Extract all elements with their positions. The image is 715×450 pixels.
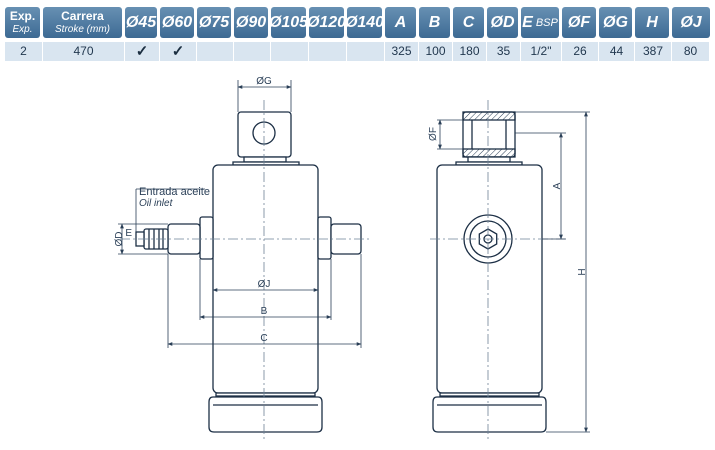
header-stroke-label: Carrera (61, 8, 104, 23)
front-dimension-labels: ØG ØJ B C ØD E Entrada aceite Oil inlet (114, 76, 272, 344)
value-d140 (347, 42, 385, 61)
side-view (432, 111, 547, 433)
spec-value-row: 2 470 ✓ ✓ 325 100 180 35 1/2" 26 44 387 … (5, 42, 710, 61)
header-exp-sub: Exp. (12, 23, 33, 35)
header-a: A (385, 7, 416, 38)
header-d45: Ø45 (125, 7, 157, 38)
header-c: C (453, 7, 484, 38)
value-d105 (271, 42, 309, 61)
value-oj: 80 (672, 42, 710, 61)
label-og: ØG (256, 76, 272, 87)
side-cylinder-body (436, 164, 543, 394)
header-e-sub: BSP (535, 16, 558, 29)
label-oil-inlet-en: Oil inlet (139, 198, 174, 209)
value-stroke: 470 (43, 42, 125, 61)
value-b: 100 (419, 42, 453, 61)
front-eye-mount (237, 111, 292, 158)
label-e: E (125, 228, 132, 239)
front-centerlines (120, 100, 370, 440)
front-view (135, 111, 362, 433)
side-collar (455, 156, 523, 166)
header-og: ØG (599, 7, 632, 38)
value-a: 325 (385, 42, 419, 61)
label-h: H (577, 268, 588, 275)
header-e: E BSP (521, 7, 559, 38)
header-d60: Ø60 (160, 7, 194, 38)
label-a: A (552, 182, 563, 189)
header-exp: Exp. Exp. (5, 7, 40, 38)
value-exp: 2 (5, 42, 43, 61)
side-dimension-labels: ØF A H (428, 127, 588, 276)
header-exp-label: Exp. (9, 8, 36, 23)
side-base (432, 392, 547, 433)
label-oj: ØJ (258, 279, 271, 290)
label-of: ØF (428, 127, 439, 141)
value-e: 1/2" (521, 42, 562, 61)
header-h: H (635, 7, 669, 38)
value-of: 26 (562, 42, 599, 61)
header-od: ØD (487, 7, 518, 38)
header-of: ØF (562, 7, 596, 38)
side-eye-mount (462, 111, 516, 158)
header-b: B (419, 7, 450, 38)
spec-table: Exp. Exp. Carrera Stroke (mm) Ø45 Ø60 Ø7… (5, 7, 710, 61)
value-d90 (234, 42, 271, 61)
header-d140: Ø140 (345, 7, 384, 38)
header-d75: Ø75 (197, 7, 231, 38)
value-c: 180 (453, 42, 487, 61)
value-h: 387 (635, 42, 672, 61)
value-d60-check: ✓ (160, 42, 197, 61)
label-oil-inlet-es: Entrada aceite (139, 186, 210, 198)
front-collar (232, 156, 300, 166)
label-c: C (260, 333, 267, 344)
header-d90: Ø90 (234, 7, 268, 38)
front-trunnion-right (317, 216, 362, 260)
value-d120 (309, 42, 347, 61)
header-stroke-sub: Stroke (mm) (55, 23, 110, 35)
header-stroke: Carrera Stroke (mm) (43, 7, 122, 38)
header-oj: ØJ (672, 7, 710, 38)
spec-header-row: Exp. Exp. Carrera Stroke (mm) Ø45 Ø60 Ø7… (5, 7, 710, 38)
value-og: 44 (599, 42, 635, 61)
value-d45-check: ✓ (125, 42, 160, 61)
front-dimensions (118, 80, 362, 348)
label-b: B (261, 306, 268, 317)
header-d120: Ø120 (307, 7, 346, 38)
front-base (208, 392, 323, 433)
header-d105: Ø105 (269, 7, 308, 38)
label-od: ØD (114, 232, 125, 247)
front-trunnion-left (167, 216, 214, 260)
side-dimensions (437, 111, 590, 433)
value-od: 35 (487, 42, 521, 61)
value-d75 (197, 42, 234, 61)
header-e-label: E (522, 13, 533, 31)
